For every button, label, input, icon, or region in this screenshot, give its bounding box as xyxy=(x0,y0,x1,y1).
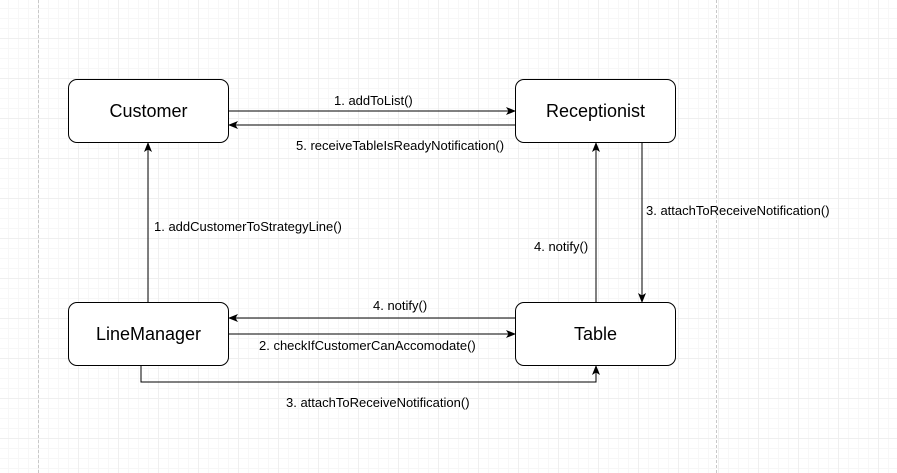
receptionist-node-label: Receptionist xyxy=(545,100,646,121)
page-border-right xyxy=(716,0,717,473)
edge-label-receive-table-ready: 5. receiveTableIsReadyNotification() xyxy=(296,138,505,153)
edge-label-attach-linemanager: 3. attachToReceiveNotification() xyxy=(286,395,470,410)
customer-node[interactable]: Customer xyxy=(68,79,229,143)
customer-node-label: Customer xyxy=(109,100,188,121)
edge-label-add-customer-strategy-line: 1. addCustomerToStrategyLine() xyxy=(154,219,342,234)
edge-label-add-to-list: 1. addToList() xyxy=(334,93,413,108)
edge-label-check-customer: 2. checkIfCustomerCanAccomodate() xyxy=(259,338,476,353)
line-manager-node-label: LineManager xyxy=(95,323,202,344)
page-border-left xyxy=(38,0,39,473)
table-node-label: Table xyxy=(573,323,618,344)
table-node[interactable]: Table xyxy=(515,302,676,366)
receptionist-node[interactable]: Receptionist xyxy=(515,79,676,143)
edge-label-attach-receptionist: 3. attachToReceiveNotification() xyxy=(646,203,830,218)
edge-label-notify-receptionist: 4. notify() xyxy=(534,239,589,254)
edge-label-notify-linemanager: 4. notify() xyxy=(373,298,428,313)
line-manager-node[interactable]: LineManager xyxy=(68,302,229,366)
edge-linemanager-to-table-attach xyxy=(140,365,600,383)
